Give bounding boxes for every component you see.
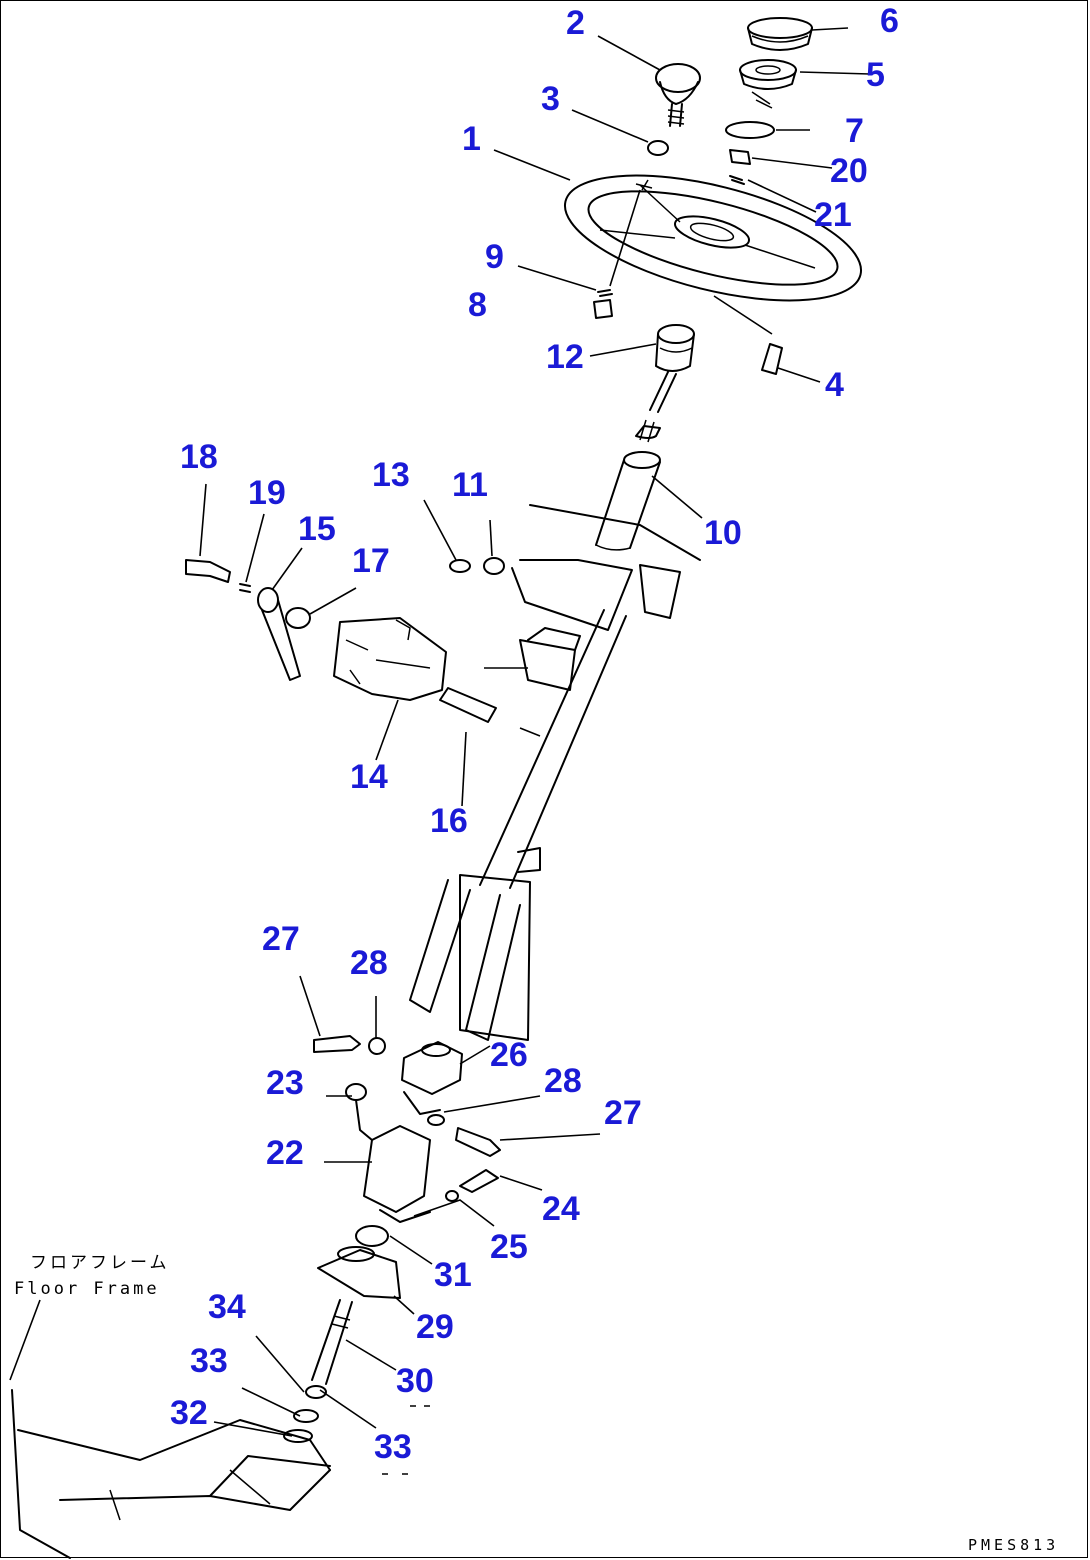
callout-1: 1	[462, 120, 481, 158]
universal-joint-upper	[401, 1041, 463, 1115]
callouts: 1 2 3 4 5 6 7 8 9 10 11 12 13 14 15 16 1…	[170, 2, 899, 1466]
small-nut	[483, 557, 505, 575]
callout-28-lower: 28	[544, 1062, 582, 1100]
ring	[725, 121, 775, 139]
floor-frame-label-en: Floor Frame	[14, 1279, 160, 1299]
callout-9: 9	[485, 238, 504, 276]
bushing	[355, 1225, 389, 1247]
seal	[305, 1385, 327, 1399]
callout-21: 21	[814, 196, 852, 234]
wheel-nut	[593, 299, 613, 319]
callout-33-left: 33	[190, 1342, 228, 1380]
callout-14: 14	[350, 758, 388, 796]
joint-bolt	[313, 1035, 361, 1053]
callout-5: 5	[866, 56, 885, 94]
horn-button	[739, 59, 797, 109]
horn-cap	[747, 17, 813, 51]
callout-19: 19	[248, 474, 286, 512]
callout-31: 31	[434, 1256, 472, 1294]
callout-30: 30	[396, 1362, 434, 1400]
callout-28-upper: 28	[350, 944, 388, 982]
plate	[283, 1429, 313, 1443]
small-washer	[449, 559, 471, 573]
floor-frame	[11, 1389, 331, 1559]
callout-26: 26	[490, 1036, 528, 1074]
callout-3: 3	[541, 80, 560, 118]
column-bracket	[333, 617, 447, 701]
callout-11: 11	[452, 466, 488, 504]
joint-washer	[368, 1037, 386, 1055]
steering-shaft-head	[639, 324, 695, 443]
callout-20: 20	[830, 152, 868, 190]
callout-7: 7	[845, 112, 864, 150]
floor-frame-label-jp: フロアフレーム	[30, 1253, 170, 1273]
callout-10: 10	[704, 514, 742, 552]
callout-33-right: 33	[374, 1428, 412, 1466]
callout-4: 4	[825, 366, 844, 404]
pin	[761, 343, 783, 375]
washer	[647, 140, 669, 156]
nut	[729, 149, 751, 165]
callout-2: 2	[566, 4, 585, 42]
joint-bolt-2	[455, 1127, 501, 1157]
spring-washer	[729, 175, 745, 185]
shaft-splines	[331, 1315, 351, 1329]
horn-knob	[655, 63, 701, 127]
joint-washer-3	[445, 1190, 459, 1202]
callout-8: 8	[468, 286, 487, 324]
callout-22: 22	[266, 1134, 304, 1172]
callout-25: 25	[490, 1228, 528, 1266]
callout-6: 6	[880, 2, 899, 40]
callout-27-lower: 27	[604, 1094, 642, 1132]
lower-shaft	[311, 1299, 353, 1385]
callout-15: 15	[298, 510, 336, 548]
boot	[293, 1409, 319, 1423]
drawing-code: PMES813	[968, 1536, 1059, 1554]
callout-24: 24	[542, 1190, 580, 1228]
joint-bolt-3	[459, 1169, 499, 1193]
callout-12: 12	[546, 338, 584, 376]
steering-wheel	[563, 174, 863, 302]
callout-34: 34	[208, 1288, 246, 1326]
callout-32: 32	[170, 1394, 208, 1432]
callout-23: 23	[266, 1064, 304, 1102]
callout-16: 16	[430, 802, 468, 840]
callout-18: 18	[180, 438, 218, 476]
callout-17: 17	[352, 542, 390, 580]
callout-29: 29	[416, 1308, 454, 1346]
lock-washer	[597, 289, 613, 297]
flange-bearing	[317, 1246, 401, 1299]
lever-washer	[239, 583, 251, 593]
bolt	[439, 687, 497, 723]
leader-lines	[9, 27, 871, 1475]
callout-27-upper: 27	[262, 920, 300, 958]
callout-13: 13	[372, 456, 410, 494]
joint-washer-2	[427, 1114, 445, 1126]
steering-column	[409, 425, 701, 1041]
lever-bolt	[185, 559, 231, 583]
lever	[257, 587, 311, 681]
universal-joint-lower	[345, 1083, 431, 1223]
